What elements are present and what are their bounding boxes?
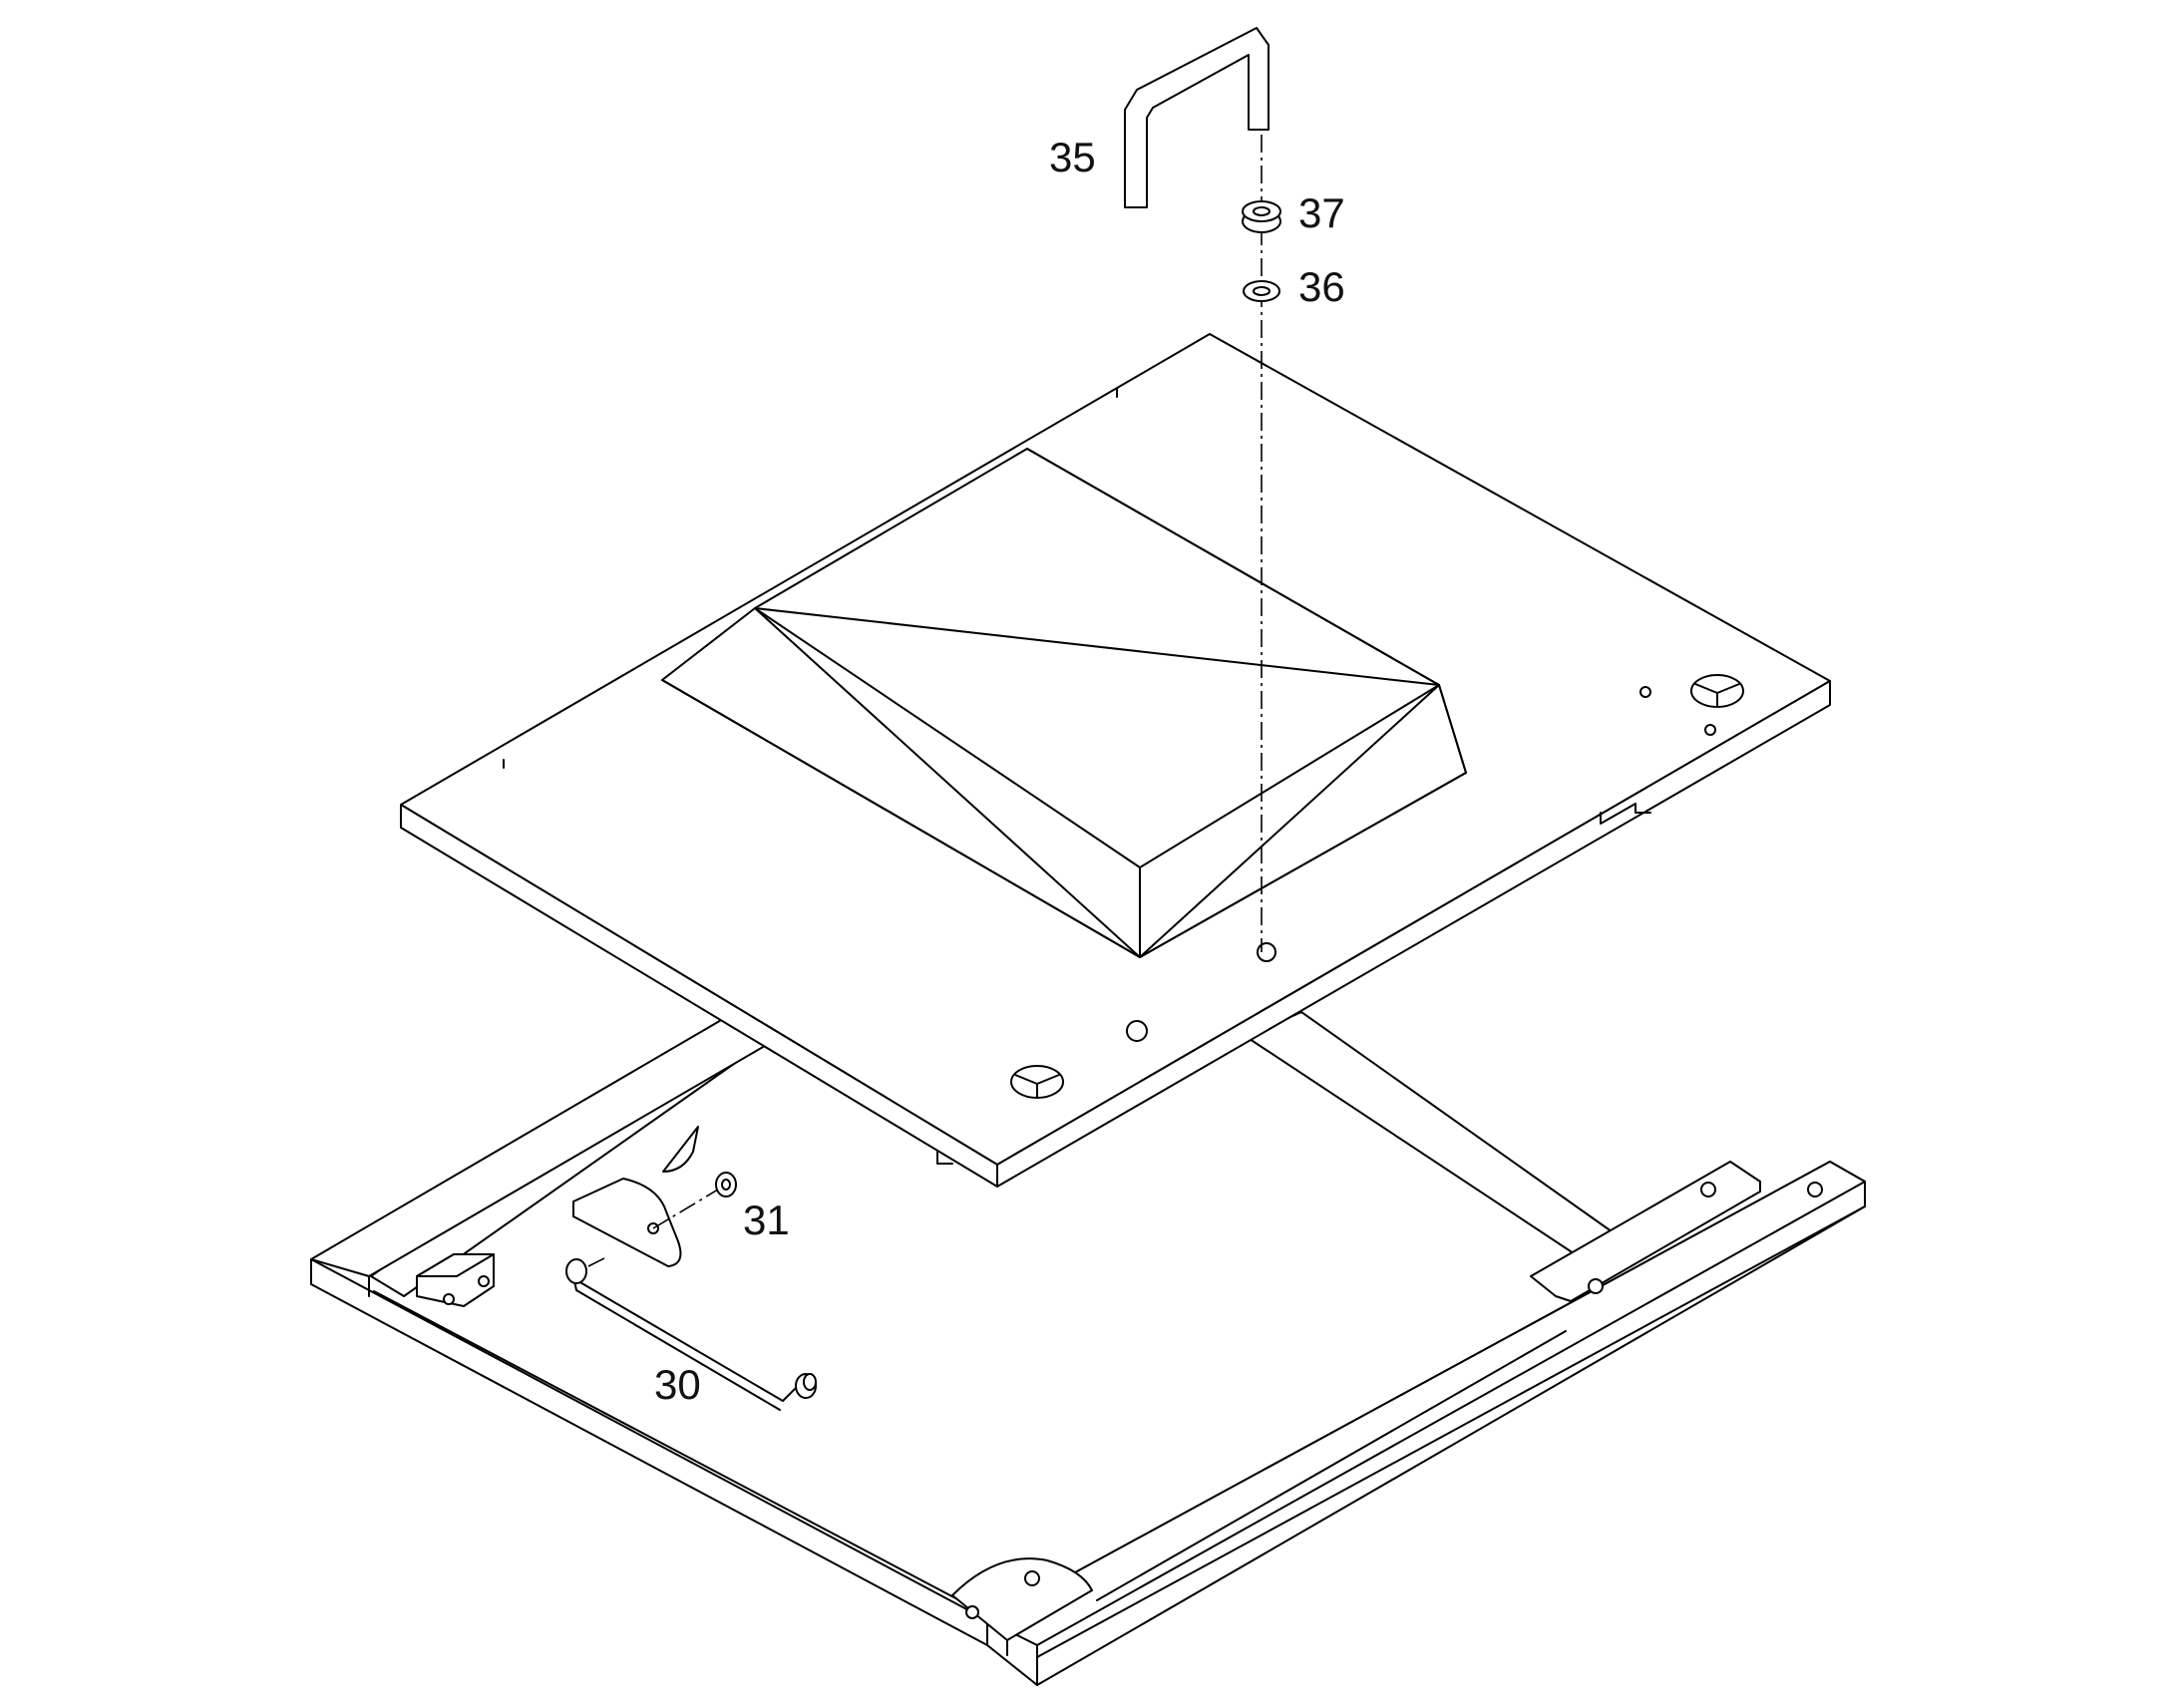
callout-35: 35	[1049, 134, 1096, 180]
plate-hole	[1257, 942, 1276, 962]
plate-hole	[1704, 724, 1716, 736]
callout-31: 31	[743, 1196, 790, 1243]
plate-hole	[1126, 1020, 1148, 1042]
lower-washer	[715, 1172, 737, 1197]
frame-inner-edge	[373, 1290, 998, 1621]
frame-inner-edge-front	[1096, 1330, 1567, 1601]
frame-front-rail	[986, 1161, 1866, 1686]
callout-37: 37	[1298, 189, 1345, 236]
hinge-bracket	[572, 1126, 699, 1267]
plate-notches	[503, 388, 1651, 1165]
assembly-axis-line-lower	[652, 1186, 724, 1229]
frame-right-bracket	[1530, 1161, 1823, 1302]
callout-30: 30	[654, 1361, 701, 1408]
top-plate	[400, 333, 1831, 1188]
washer	[1243, 280, 1280, 302]
u-handle	[1124, 27, 1270, 208]
callout-36: 36	[1298, 263, 1345, 310]
plate-raised-hood	[661, 448, 1467, 958]
plate-vent-left	[1010, 1065, 1064, 1099]
plate-hole	[1639, 686, 1651, 698]
frame-mounting-block	[416, 1253, 495, 1307]
rod	[565, 1255, 817, 1411]
plate-vent-right	[1690, 674, 1744, 708]
frame-corner-bracket	[951, 1557, 1093, 1641]
nut	[1242, 200, 1281, 233]
base-frame	[310, 1011, 1866, 1686]
